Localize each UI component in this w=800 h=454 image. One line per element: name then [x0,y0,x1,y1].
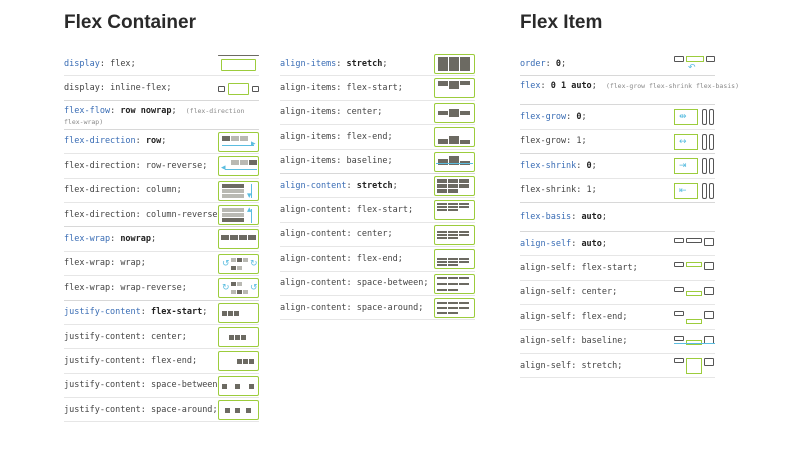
flex-wrap-wrap-reverse-icon: ↻↺ [218,278,259,299]
justify-flex-start-icon [218,302,259,323]
align-items-flex-start-icon [434,78,475,99]
list-item: order: 0; ↶ [520,52,715,77]
flex-container-column: display: flex; display: inline-flex; fle… [64,52,259,423]
list-item: flex-grow: 0; ⇹ [520,105,715,130]
flex-container-title: Flex Container [64,12,196,33]
list-item: flex-wrap: wrap-reverse; ↻↺ [64,276,259,301]
list-item: align-items: center; [280,101,475,126]
list-item: flex-wrap: wrap; ↺↻ [64,252,259,277]
align-content-flex-start-icon [434,200,475,221]
list-item: flex-direction: row-reverse; ◂ [64,154,259,179]
list-item: align-content: stretch; [280,174,475,199]
align-self-auto-icon [674,233,715,254]
list-item: justify-content: center; [64,325,259,350]
align-self-stretch-icon [674,355,715,376]
list-item: flex-direction: row; ▸ [64,130,259,155]
align-self-baseline-icon [674,331,715,352]
flex-grow-0-icon: ⇹ [674,107,715,128]
list-item: align-content: space-between; [280,272,475,296]
align-items-stretch-icon [434,54,475,74]
justify-space-around-icon [218,400,259,421]
flex-item-column: order: 0; ↶ flex: 0 1 auto; (flex-grow f… [520,52,739,379]
list-item: justify-content: space-around; [64,398,259,423]
list-item: align-items: flex-start; [280,76,475,101]
flex-direction-row-icon: ▸ [218,131,259,152]
flex-wrap-wrap-icon: ↺↻ [218,253,259,274]
list-item: align-self: flex-start; [520,256,715,281]
justify-flex-end-icon [218,351,259,372]
list-item: align-self: stretch; [520,354,715,379]
flex-shrink-0-icon: ⇥ [674,156,715,177]
flex-direction-column-icon: ▾ [218,180,259,201]
list-item: flex-basis: auto; [520,203,715,232]
flex-item-title: Flex Item [520,12,603,33]
list-item: align-items: baseline; [280,150,475,174]
flex-direction-row-reverse-icon: ◂ [218,156,259,177]
flex-shrink-1-icon: ⇤ [674,180,715,201]
align-self-flex-start-icon [674,258,715,279]
list-item: align-self: flex-end; [520,305,715,330]
list-item: flex-grow: 1; ↔ [520,130,715,155]
list-item: flex-flow: row nowrap; (flex-direction f… [64,101,259,130]
display-flex-icon [218,54,259,74]
align-content-center-icon [434,224,475,245]
align-items-baseline-icon [434,151,475,172]
justify-space-between-icon [218,375,259,396]
list-item: align-self: auto; [520,232,715,257]
list-item: justify-content: flex-end; [64,349,259,374]
list-item: align-content: flex-end; [280,247,475,272]
list-item: flex-shrink: 1; ⇤ [520,179,715,203]
list-item: flex-shrink: 0; ⇥ [520,154,715,179]
list-item: flex-direction: column-reverse; ▴ [64,203,259,228]
list-item: justify-content: space-between; [64,374,259,399]
align-items-flex-end-icon [434,127,475,148]
display-inline-flex-icon [218,78,259,99]
list-item: align-content: center; [280,223,475,248]
align-self-center-icon [674,282,715,303]
order-icon: ↶ [674,54,715,74]
align-column: align-items: stretch; align-items: flex-… [280,52,475,321]
list-item: justify-content: flex-start; [64,301,259,325]
list-item: align-self: center; [520,281,715,306]
list-item: display: flex; [64,52,259,77]
align-self-flex-end-icon [674,307,715,328]
list-item: align-self: baseline; [520,330,715,354]
list-item: display: inline-flex; [64,76,259,101]
align-content-space-around-icon [434,297,475,318]
list-item: flex-direction: column; ▾ [64,179,259,203]
list-item: flex: 0 1 auto; (flex-grow flex-shrink f… [520,76,739,106]
list-item: align-items: flex-end; [280,125,475,150]
align-content-flex-end-icon [434,249,475,270]
align-content-stretch-icon [434,175,475,196]
align-items-center-icon [434,102,475,123]
list-item: align-content: flex-start; [280,198,475,223]
justify-center-icon [218,326,259,347]
align-content-space-between-icon [434,273,475,294]
list-item: align-items: stretch; [280,52,475,77]
list-item: align-content: space-around; [280,296,475,321]
list-item: flex-wrap: nowrap; [64,227,259,252]
flex-wrap-nowrap-icon [218,229,259,250]
flex-grow-1-icon: ↔ [674,131,715,152]
flex-direction-column-reverse-icon: ▴ [218,204,259,225]
